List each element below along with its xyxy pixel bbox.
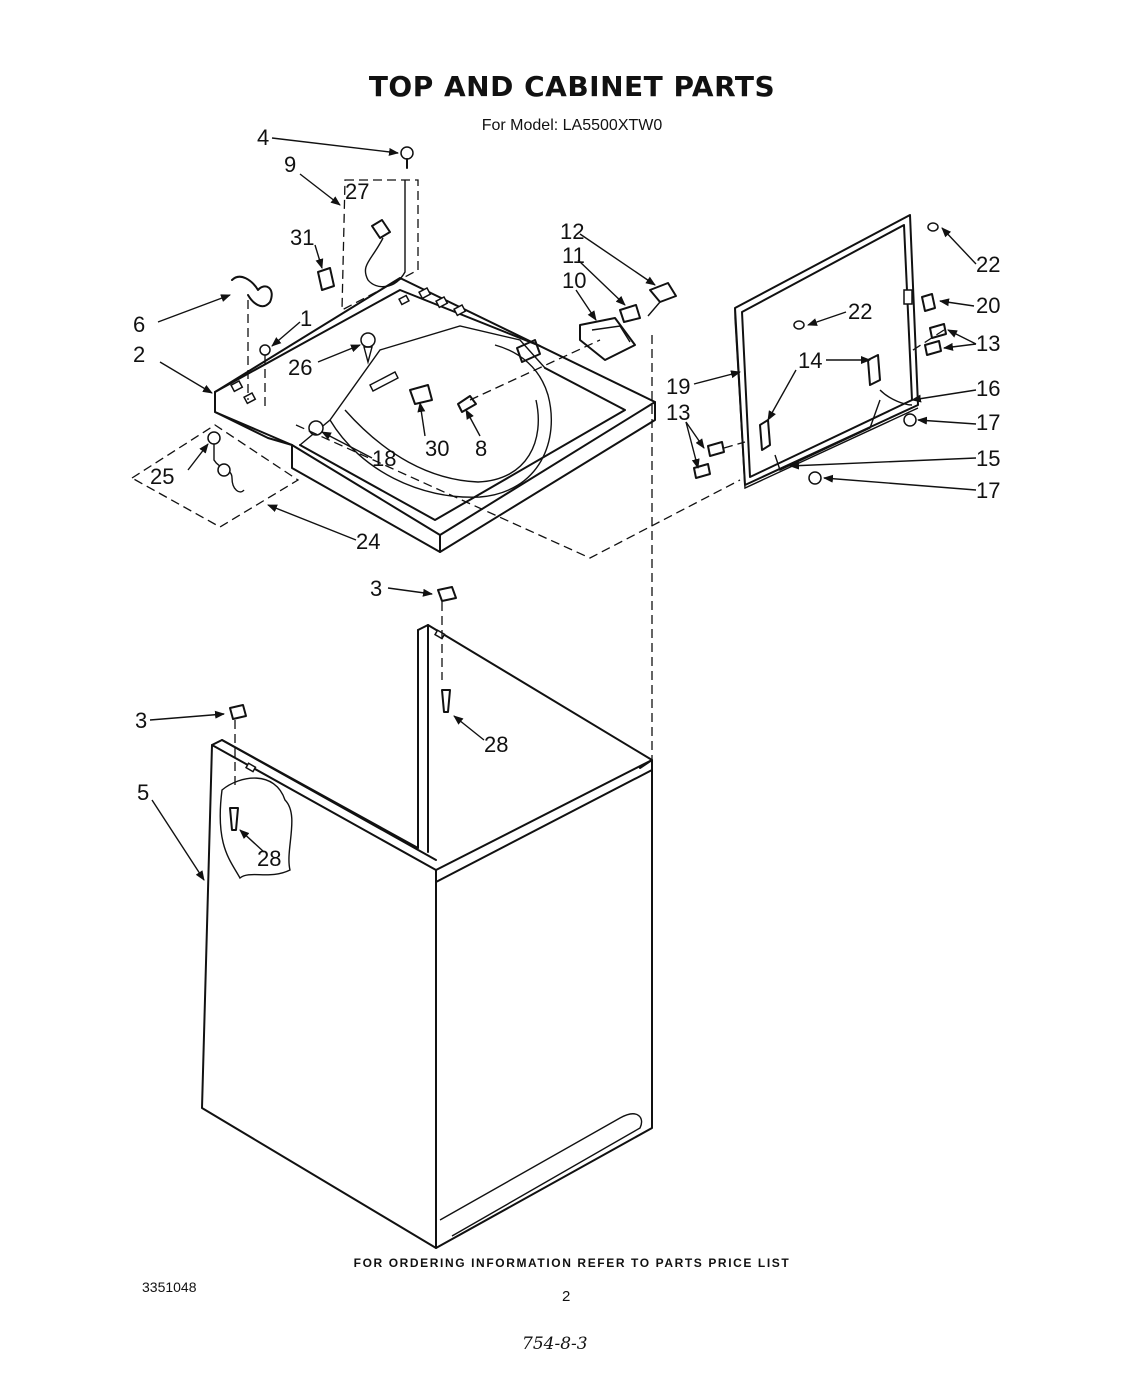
callout-22-left: 22 (848, 299, 872, 324)
model-subtitle: For Model: LA5500XTW0 (481, 117, 663, 134)
callout-6: 6 (133, 312, 145, 337)
callout-labels: 4 9 27 31 6 1 2 26 12 11 10 30 8 18 25 2… (133, 125, 1000, 871)
callout-27: 27 (345, 179, 369, 204)
callout-3-lower: 3 (135, 708, 147, 733)
callout-17-upper: 17 (976, 410, 1000, 435)
callout-5: 5 (137, 780, 149, 805)
callout-2: 2 (133, 342, 145, 367)
document-number: 3351048 (142, 1279, 197, 1295)
leader-lines (149, 137, 977, 881)
callout-9: 9 (284, 152, 296, 177)
callout-4: 4 (257, 125, 269, 150)
callout-16: 16 (976, 376, 1000, 401)
callout-25: 25 (150, 464, 174, 489)
callout-20: 20 (976, 293, 1000, 318)
callout-15: 15 (976, 446, 1000, 471)
callout-14: 14 (798, 348, 822, 373)
ordering-note: FOR ORDERING INFORMATION REFER TO PARTS … (353, 1256, 791, 1270)
page-title: TOP AND CABINET PARTS (368, 70, 776, 103)
callout-17-lower: 17 (976, 478, 1000, 503)
handwritten-note: 754-8-3 (522, 1334, 588, 1354)
callout-11: 11 (562, 243, 585, 268)
callout-13-right: 13 (976, 331, 1000, 356)
callout-28-lower: 28 (257, 846, 281, 871)
callout-24: 24 (356, 529, 380, 554)
callout-26: 26 (288, 355, 312, 380)
callout-28-upper: 28 (484, 732, 508, 757)
dashed-guides (130, 179, 945, 760)
lid-assembly (734, 214, 919, 490)
small-parts (207, 146, 947, 831)
callout-13-left: 13 (666, 400, 690, 425)
callout-19: 19 (666, 374, 690, 399)
callout-8: 8 (475, 436, 487, 461)
callout-30: 30 (425, 436, 449, 461)
callout-22-right: 22 (976, 252, 1000, 277)
callout-1: 1 (300, 306, 312, 331)
callout-10: 10 (562, 268, 586, 293)
page-number: 2 (562, 1288, 571, 1305)
top-panel (214, 277, 656, 553)
callout-18: 18 (372, 446, 396, 471)
callout-31: 31 (290, 225, 314, 250)
callout-12: 12 (560, 219, 584, 244)
callout-3-upper: 3 (370, 576, 382, 601)
cabinet (201, 624, 653, 1249)
